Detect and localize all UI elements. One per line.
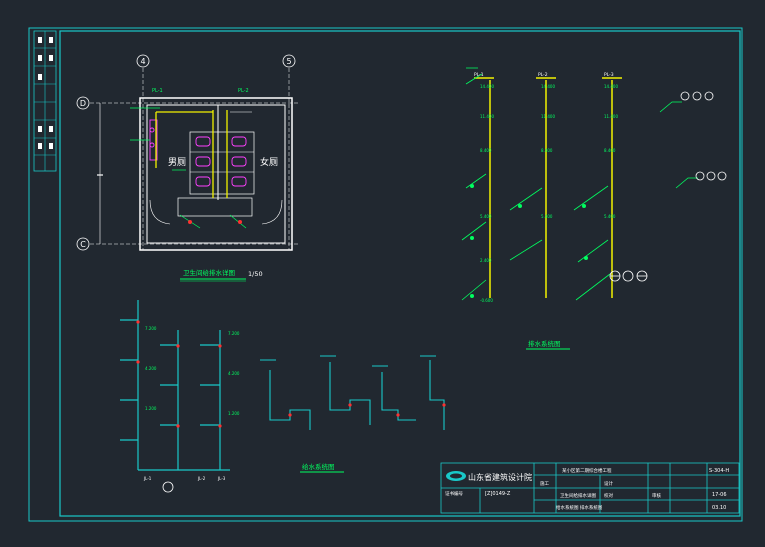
drain-elev-4: 5.400 [480, 214, 492, 219]
pipe-tag-pl2: PL-2 [238, 88, 249, 94]
svg-text:8.400: 8.400 [604, 148, 616, 153]
cert-label: 证书编号 [445, 490, 463, 497]
drawing-name: 卫生间给排水详图 [560, 492, 596, 499]
plan-title-block: 卫生间给排水详图 1/50 [180, 268, 263, 282]
axis-label-5: 5 [286, 57, 291, 66]
drain-elev-2: 11.400 [480, 114, 494, 119]
pipe-tag-pl1: PL-1 [152, 88, 163, 94]
supply-tag-1: JL-1 [143, 476, 152, 481]
drain-riser-tag-3: PL-3 [604, 72, 614, 78]
plan-pipes [155, 110, 228, 198]
stage-label: 施工 [540, 480, 549, 487]
drain-riser-title: 排水系统图 [528, 339, 561, 348]
drain-riser-diagram: PL-1 PL-2 PL-3 14.400 11.400 8.400 5.400… [461, 67, 727, 350]
supply-branch-valves [288, 403, 446, 417]
supply-tag-2: JL-2 [197, 476, 206, 481]
drain-riser-tag-1: PL-1 [474, 72, 484, 78]
supply-elev-1: 7.200 [145, 326, 157, 331]
sheet-number: S-304-H [709, 468, 729, 474]
drain-elev-6: -0.600 [480, 298, 493, 303]
axis-label-c: C [80, 240, 86, 249]
title-block [440, 462, 740, 514]
svg-text:14.400: 14.400 [604, 84, 618, 89]
sheet-count: 17-06 [712, 492, 727, 498]
drain-elev-1: 14.400 [480, 84, 494, 89]
svg-text:1.200: 1.200 [228, 411, 240, 416]
axis-bubble-c [76, 237, 90, 251]
room-label-women: 女厕 [260, 156, 278, 168]
supply-elev-3: 1.200 [145, 406, 157, 411]
drain-elev-3: 8.400 [480, 148, 492, 153]
axis-label-4: 4 [140, 57, 145, 66]
project-name: 某小区第二期综合楼工程 [562, 467, 612, 474]
supply-riser-title: 给水系统图 [302, 462, 335, 471]
supply-elev-2: 4.200 [145, 366, 157, 371]
svg-text:8.400: 8.400 [541, 148, 553, 153]
side-stamp-marks [38, 37, 53, 149]
role-design: 设计 [604, 480, 613, 487]
plan-title: 卫生间给排水详图 [183, 268, 235, 277]
drawing-subname: 给水系统图 排水系统图 [556, 504, 603, 511]
svg-text:4.200: 4.200 [228, 371, 240, 376]
company-name: 山东省建筑设计院 [468, 472, 532, 482]
svg-text:7.200: 7.200 [228, 331, 240, 336]
plan-pipe-marks [130, 107, 247, 229]
company-logo [446, 471, 466, 481]
axis-bubble-d [76, 96, 90, 110]
svg-text:5.400: 5.400 [541, 214, 553, 219]
axis-bubble-4 [136, 54, 150, 68]
role-check: 校对 [604, 492, 613, 499]
svg-text:14.400: 14.400 [541, 84, 555, 89]
plan-scale: 1/50 [248, 270, 263, 278]
axis-bubble-5 [282, 54, 296, 68]
supply-riser-diagram: JL-1 JL-2 JL-3 7.200 4.200 1.200 7.200 4.… [120, 300, 240, 493]
svg-text:11.400: 11.400 [541, 114, 555, 119]
supply-tag-3: JL-3 [217, 476, 226, 481]
drawing-date: 03.10 [712, 505, 726, 511]
svg-text:5.400: 5.400 [604, 214, 616, 219]
svg-text:11.400: 11.400 [604, 114, 618, 119]
drain-elev-5: 2.400 [480, 258, 492, 263]
drain-riser-tag-2: PL-2 [538, 72, 548, 78]
cert-number: [Z]0149-Z [485, 491, 511, 497]
role-review: 审核 [652, 492, 661, 499]
drawing-frame [28, 27, 743, 522]
room-label-men: 男厕 [168, 157, 186, 168]
axis-label-d: D [80, 99, 86, 108]
